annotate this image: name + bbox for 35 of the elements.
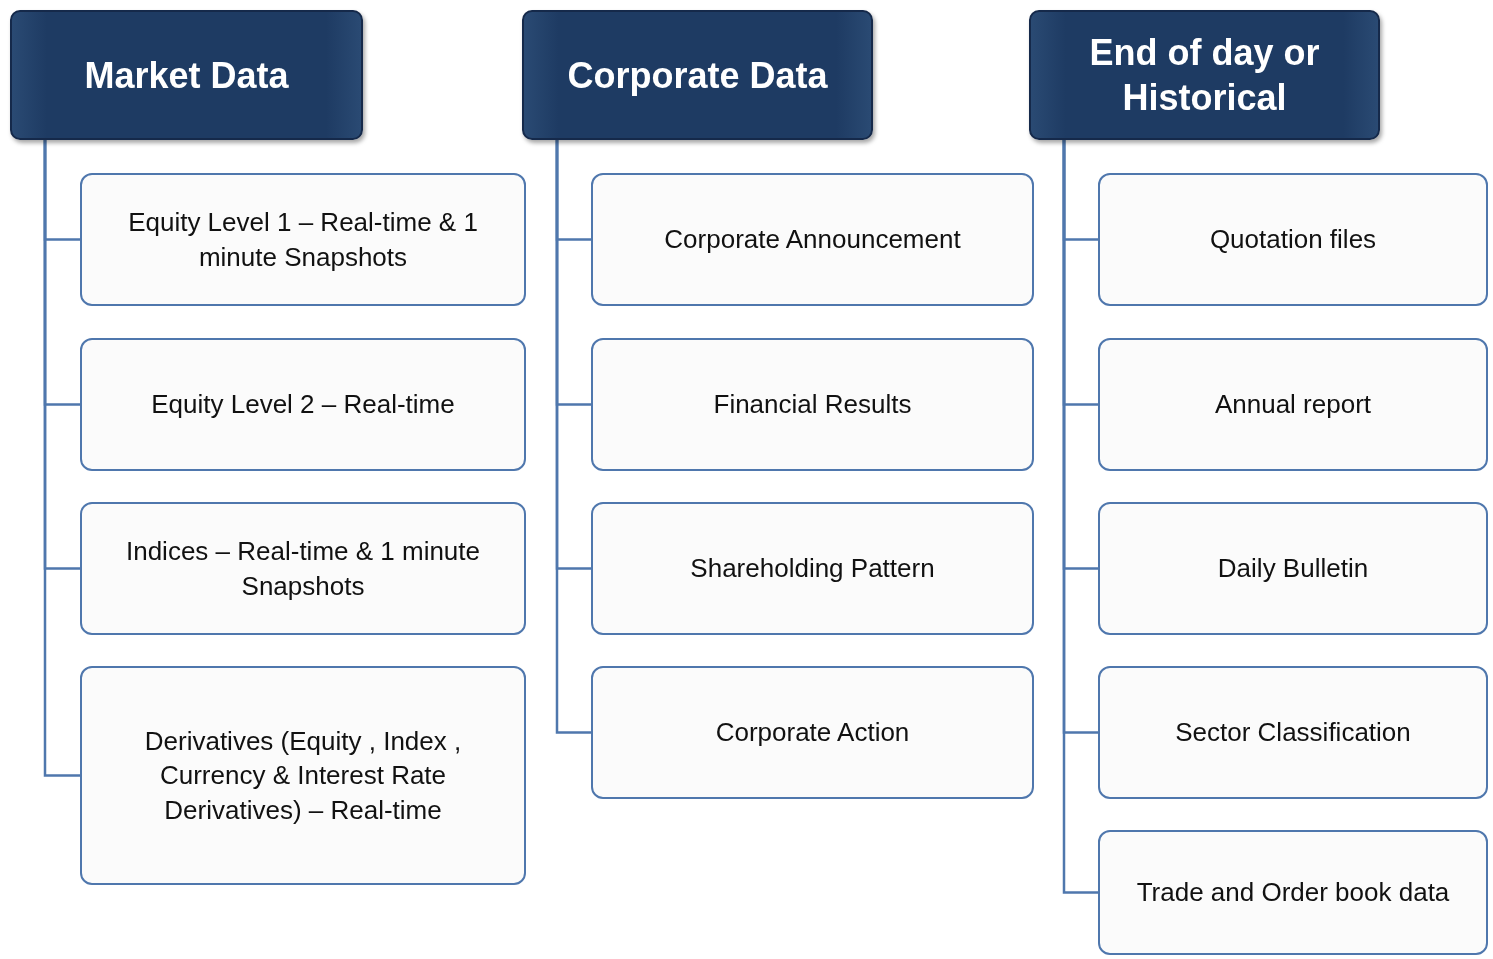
connector-line (1062, 140, 1098, 894)
header-title: End of day or Historical (1088, 31, 1321, 120)
item-box (591, 338, 1034, 471)
item-label: Corporate Action (715, 716, 910, 750)
item-label: Financial Results (713, 388, 912, 422)
item-box (80, 502, 526, 635)
connector-line (555, 140, 591, 734)
item-label: Derivatives (Equity , Index , Currency & Interest Rate Derivatives) – Real-time (143, 724, 463, 827)
item-label: Sector Classification (1175, 716, 1411, 750)
item-box (591, 502, 1034, 635)
item-label: Indices – Real-time & 1 minute Snapshots (124, 534, 481, 603)
header-title: Market Data (84, 53, 289, 98)
category-header (1029, 10, 1380, 140)
item-box (591, 173, 1034, 306)
item-label: Equity Level 2 – Real-time (151, 388, 455, 422)
item-box (80, 173, 526, 306)
item-label: Annual report (1214, 388, 1372, 422)
category-header (522, 10, 873, 140)
connector-line (43, 140, 80, 777)
item-box (591, 666, 1034, 799)
item-box (1098, 830, 1488, 955)
item-box (1098, 502, 1488, 635)
item-label: Daily Bulletin (1217, 552, 1369, 586)
item-label: Corporate Announcement (664, 223, 961, 257)
item-box (1098, 666, 1488, 799)
item-label: Shareholding Pattern (690, 552, 935, 586)
item-label: Equity Level 1 – Real-time & 1 minute Snapshots (127, 205, 479, 274)
category-header (10, 10, 363, 140)
item-label: Trade and Order book data (1136, 876, 1450, 910)
item-box (80, 338, 526, 471)
item-label: Quotation files (1209, 223, 1377, 257)
header-title: Corporate Data (567, 53, 828, 98)
item-box (80, 666, 526, 885)
item-box (1098, 338, 1488, 471)
item-box (1098, 173, 1488, 306)
